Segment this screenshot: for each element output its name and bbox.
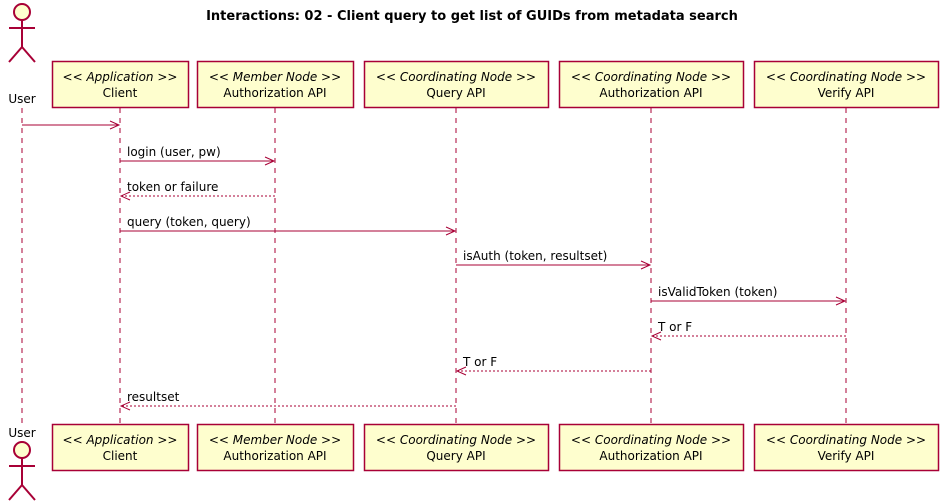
diagram-title: Interactions: 02 - Client query to get l… (206, 9, 738, 24)
participant-name: Authorization API (599, 449, 702, 463)
participants-top: User << Application >> Client << Member Nod… (8, 3, 940, 109)
actor-label: User (8, 426, 35, 440)
participant-box (558, 423, 745, 472)
participant-name: Query API (426, 449, 485, 463)
arrowhead-icon (455, 366, 467, 376)
person-icon (8, 441, 36, 501)
participant-name: Client (103, 449, 138, 463)
message-label: T or F (462, 355, 497, 369)
actor-user-top: User (8, 3, 36, 106)
participant-mn_auth-top: << Member Node >> Authorization API (196, 60, 355, 109)
message-3: token or failure (119, 180, 275, 201)
message-1 (22, 120, 121, 130)
participants-bottom: User << Application >> Client << Member Nod… (8, 423, 940, 501)
message-5: isAuth (token, resultset) (456, 249, 652, 270)
participant-stereotype: << Member Node >> (209, 70, 341, 84)
message-4: query (token, query) (120, 215, 457, 236)
arrowhead-icon (640, 260, 652, 270)
arrowhead-icon (445, 226, 457, 236)
actor-label: User (8, 92, 35, 106)
participant-name: Verify API (818, 86, 875, 100)
participant-stereotype: << Coordinating Node >> (571, 433, 731, 447)
participant-mn_auth-bottom: << Member Node >> Authorization API (196, 423, 355, 472)
participant-client-bottom: << Application >> Client (51, 423, 190, 472)
arrowhead-icon (109, 120, 121, 130)
message-6: isValidToken (token) (651, 285, 847, 306)
message-8: T or F (455, 355, 651, 376)
arrowhead-icon (835, 296, 847, 306)
participant-box (51, 423, 190, 472)
arrowhead-icon (119, 191, 131, 201)
participant-stereotype: << Coordinating Node >> (376, 433, 536, 447)
participant-stereotype: << Application >> (63, 433, 178, 447)
participant-box (51, 60, 190, 109)
participant-stereotype: << Coordinating Node >> (376, 70, 536, 84)
participant-cn_verify-top: << Coordinating Node >> Verify API (753, 60, 940, 109)
participant-box (363, 423, 550, 472)
participant-stereotype: << Coordinating Node >> (571, 70, 731, 84)
arrowhead-icon (264, 156, 276, 166)
participant-stereotype: << Coordinating Node >> (766, 433, 926, 447)
participant-box (558, 60, 745, 109)
participant-cn_query-top: << Coordinating Node >> Query API (363, 60, 550, 109)
participant-stereotype: << Member Node >> (209, 433, 341, 447)
arrowhead-icon (650, 331, 662, 341)
participant-name: Client (103, 86, 138, 100)
participant-cn_auth-bottom: << Coordinating Node >> Authorization API (558, 423, 745, 472)
participant-stereotype: << Application >> (63, 70, 178, 84)
participant-name: Verify API (818, 449, 875, 463)
message-7: T or F (650, 320, 846, 341)
participant-box (196, 423, 355, 472)
participant-box (196, 60, 355, 109)
participant-box (753, 60, 940, 109)
message-label: resultset (127, 390, 180, 404)
actor-user-bottom: User (8, 426, 36, 501)
message-label: login (user, pw) (127, 145, 221, 159)
participant-cn_auth-top: << Coordinating Node >> Authorization API (558, 60, 745, 109)
message-label: isAuth (token, resultset) (463, 249, 607, 263)
message-label: token or failure (127, 180, 218, 194)
participant-name: Authorization API (223, 449, 326, 463)
participant-box (753, 423, 940, 472)
participant-cn_verify-bottom: << Coordinating Node >> Verify API (753, 423, 940, 472)
message-2: login (user, pw) (120, 145, 276, 166)
participant-client-top: << Application >> Client (51, 60, 190, 109)
message-label: query (token, query) (127, 215, 251, 229)
message-9: resultset (119, 390, 456, 411)
person-icon (8, 3, 36, 63)
participant-cn_query-bottom: << Coordinating Node >> Query API (363, 423, 550, 472)
message-label: isValidToken (token) (658, 285, 777, 299)
arrowhead-icon (119, 401, 131, 411)
participant-name: Authorization API (599, 86, 702, 100)
participant-stereotype: << Coordinating Node >> (766, 70, 926, 84)
participant-name: Authorization API (223, 86, 326, 100)
message-label: T or F (657, 320, 692, 334)
participant-name: Query API (426, 86, 485, 100)
participant-box (363, 60, 550, 109)
messages: login (user, pw) token or failure query (t… (22, 120, 847, 411)
